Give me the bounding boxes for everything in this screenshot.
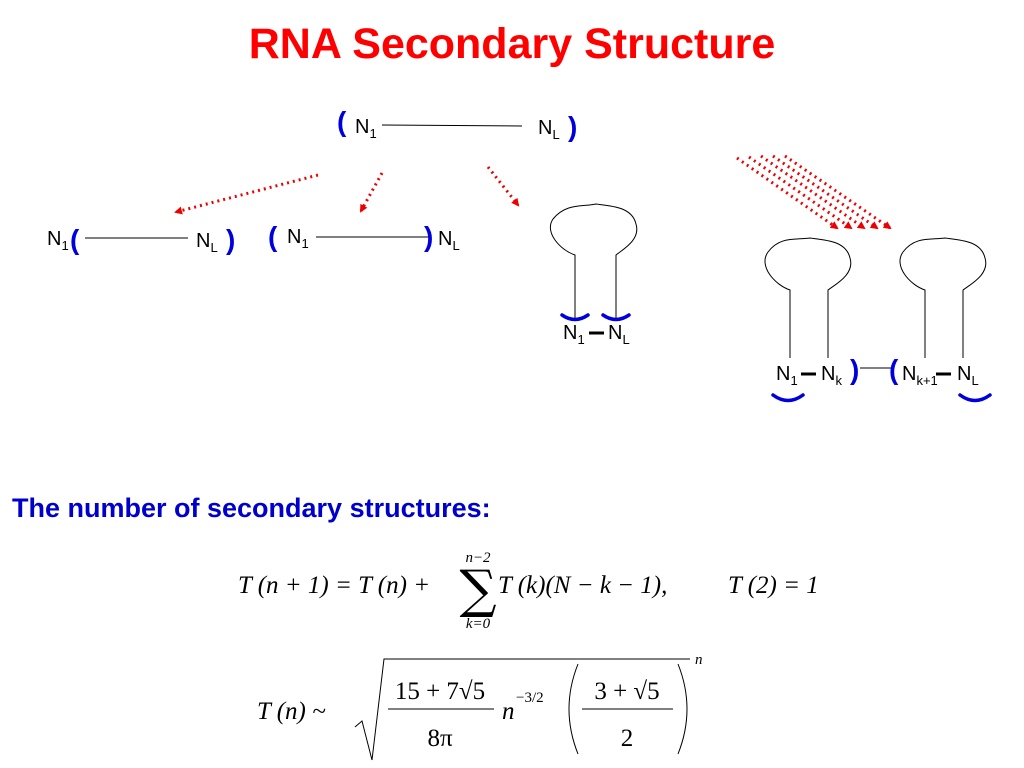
pair-arc-left bbox=[771, 393, 805, 403]
fraction1-denominator: 8π bbox=[427, 725, 453, 752]
n-exponent: −3/2 bbox=[516, 690, 544, 706]
n-base: n bbox=[502, 698, 515, 725]
left-paren bbox=[568, 663, 579, 755]
recurrence-formula: T (n + 1) = T (n) + n−2 ∑ k=0 T (k)(N − … bbox=[238, 550, 819, 632]
outer-exponent: n bbox=[695, 652, 703, 668]
root-sign bbox=[354, 658, 690, 761]
case-hairpin: N1 NL bbox=[550, 203, 638, 347]
pair-arc-right bbox=[601, 313, 631, 322]
count-heading: The number of secondary structures: bbox=[12, 493, 491, 523]
n1-label: N1 bbox=[563, 322, 585, 347]
nk1-label: Nk+1 bbox=[902, 363, 938, 388]
pair-arc-right bbox=[958, 393, 992, 403]
formula1-rhs: T (k)(N − k − 1), bbox=[498, 572, 667, 599]
arrow-bundle-3 bbox=[760, 154, 866, 230]
close-paren: ) bbox=[850, 354, 859, 385]
close-paren: ) bbox=[226, 224, 235, 255]
fraction1-numerator: 15 + 7√5 bbox=[395, 678, 485, 705]
case-last-unpaired: ( N1 ) NL bbox=[268, 221, 460, 253]
case-first-unpaired: N1 ( NL ) bbox=[47, 224, 235, 255]
open-paren: ( bbox=[70, 224, 80, 255]
sum-lower-limit: k=0 bbox=[466, 616, 491, 632]
nl-label: NL bbox=[196, 230, 218, 255]
loop-right bbox=[899, 237, 987, 358]
fraction2-numerator: 3 + √5 bbox=[594, 678, 659, 705]
fraction2-denominator: 2 bbox=[621, 725, 634, 752]
nl-label: NL bbox=[608, 322, 630, 347]
arrow-bundle-1 bbox=[736, 156, 839, 230]
arrow-left bbox=[174, 173, 319, 215]
formula2-lhs: T (n) ~ bbox=[257, 698, 326, 725]
n1-label: N1 bbox=[776, 363, 798, 388]
asymptotic-formula: T (n) ~ 15 + 7√5 8π n −3/2 3 + √5 2 n bbox=[257, 652, 703, 761]
close-paren: ) bbox=[568, 111, 577, 142]
n1-label: N1 bbox=[287, 226, 309, 251]
arrow-mid bbox=[359, 172, 384, 213]
loop-left bbox=[764, 237, 852, 358]
arrow-bundle-5 bbox=[784, 154, 892, 230]
formula1-lhs: T (n + 1) = T (n) + bbox=[238, 572, 430, 599]
sum-sign: ∑ bbox=[459, 560, 496, 620]
close-paren: ) bbox=[424, 221, 433, 252]
open-paren: ( bbox=[268, 221, 278, 252]
nl-label: NL bbox=[438, 228, 460, 253]
arrow-bundle-4 bbox=[772, 154, 879, 230]
hairpin-loop bbox=[550, 203, 638, 318]
sum-upper-limit: n−2 bbox=[465, 550, 491, 566]
arrow-right bbox=[486, 166, 520, 207]
formula1-init: T (2) = 1 bbox=[728, 572, 819, 599]
n1-label: N1 bbox=[47, 228, 69, 253]
slide-title: RNA Secondary Structure bbox=[249, 20, 775, 68]
open-paren: ( bbox=[889, 354, 899, 385]
arrow-bundle-2 bbox=[748, 155, 853, 230]
right-paren bbox=[677, 663, 688, 755]
nl-label: NL bbox=[538, 117, 560, 142]
root-structure: ( N1 NL ) bbox=[337, 106, 577, 142]
n1-label: N1 bbox=[355, 116, 377, 141]
nl-label: NL bbox=[957, 363, 979, 388]
case-split-pair: N1 Nk ) ( Nk+1 NL bbox=[764, 237, 992, 403]
decomposition-arrows bbox=[174, 154, 892, 230]
pair-arc-left bbox=[560, 313, 590, 322]
nk-label: Nk bbox=[821, 363, 842, 388]
open-paren: ( bbox=[337, 106, 347, 137]
backbone-line bbox=[381, 124, 523, 127]
